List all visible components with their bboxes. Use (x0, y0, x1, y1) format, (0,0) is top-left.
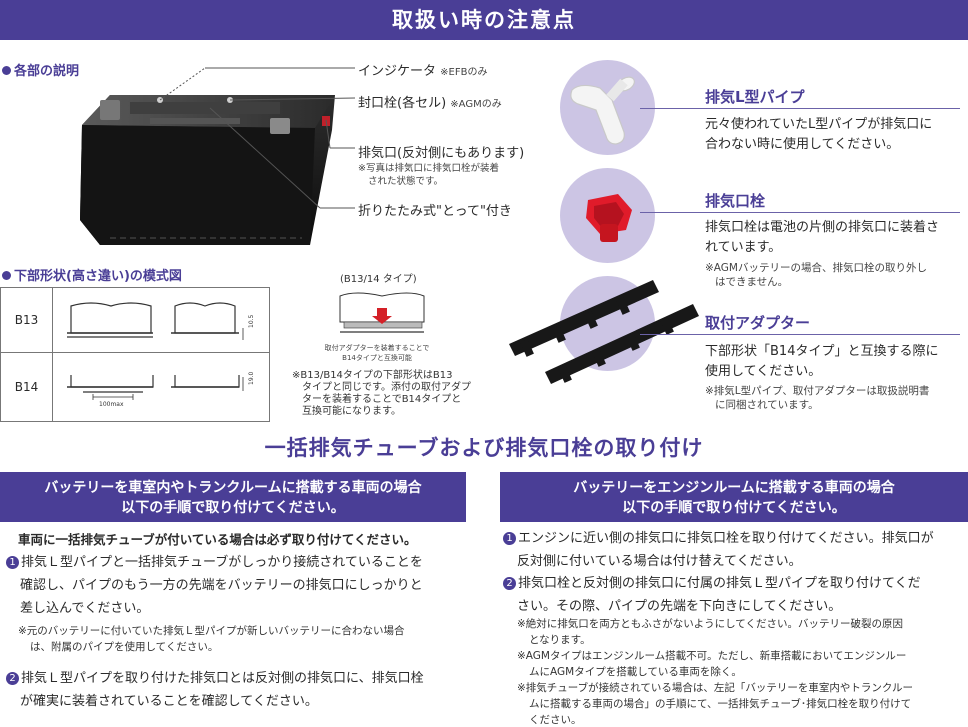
bottom-shape-heading: 下部形状(高さ違い)の模式図 (2, 265, 182, 284)
shape-diagram-b13: 10.5 (52, 287, 270, 353)
install-heading: 一括排気チューブおよび排気口栓の取り付け (264, 436, 704, 460)
battery-illustration (80, 67, 356, 245)
part-divider (640, 212, 960, 213)
l-pipe-photo (560, 60, 655, 155)
shape-diagram-b14: 100max 19.0 (52, 352, 270, 422)
adapter-diagram-caption: 取付アダプターを装着することで B14タイプと互換可能 (324, 344, 430, 362)
part-note-adapter: ※排気L型パイプ、取付アダプターは取扱説明書 に同梱されています。 (705, 385, 930, 411)
part-desc-vent-plug: 排気口栓は電池の片側の排気口に装着さ れています。 (705, 220, 940, 255)
dim-label: 19.0 (248, 371, 255, 385)
callout-indicator: インジケータ ※EFBのみ (358, 64, 488, 79)
shape-row-b14: B14 100max 19.0 (0, 352, 270, 422)
part-title-l-pipe: 排気L型パイプ (705, 88, 805, 106)
bullet-dot-icon (2, 66, 11, 75)
bullet-dot-icon (2, 271, 11, 280)
part-desc-adapter: 下部形状「B14タイプ」と互換する際に 使用してください。 (705, 344, 939, 379)
step-number-2-icon: 2 (503, 577, 516, 590)
shape-row-b13: B13 10.5 (0, 287, 270, 353)
callout-handle: 折りたたみ式"とって"付き (358, 204, 512, 219)
shape-row-label: B13 (0, 287, 53, 353)
part-desc-l-pipe: 元々使われていたL型パイプが排気口に 合わない時に使用してください。 (705, 117, 933, 152)
step-number-2-icon: 2 (6, 672, 19, 685)
part-divider (640, 108, 960, 109)
page-title-banner: 取扱い時の注意点 (0, 0, 968, 40)
part-divider (640, 334, 960, 335)
step-number-1-icon: 1 (503, 532, 516, 545)
part-title-adapter: 取付アダプター (705, 314, 811, 332)
dim-label: 10.5 (248, 314, 255, 328)
engine-notes: ※絶対に排気口を両方ともふさがないようにしてください。バッテリー破裂の原因 とな… (517, 618, 914, 726)
cabin-note: ※元のバッテリーに付いていた排気Ｌ型パイプが新しいバッテリーに合わない場合 は、… (18, 625, 405, 653)
part-note-vent-plug: ※AGMバッテリーの場合、排気口栓の取り外し はできません。 (705, 262, 927, 288)
down-arrow-icon (372, 308, 392, 324)
cabin-mount-header-box: バッテリーを車室内やトランクルームに搭載する車両の場合 以下の手順で取り付けてく… (0, 472, 466, 522)
adapter-diagram (339, 292, 425, 333)
callout-vent-note: ※写真は排気口に排気口栓が装着 された状態です。 (358, 163, 499, 187)
bottom-shape-note: ※B13/B14タイプの下部形状はB13 タイプと同じです。添付の取付アダプ タ… (292, 370, 471, 417)
bottom-shape-table: B13 10.5 B14 100max (0, 287, 270, 422)
part-title-vent-plug: 排気口栓 (705, 192, 766, 210)
callout-sealing-plug: 封口栓(各セル) ※AGMのみ (358, 96, 502, 111)
shape-row-label: B14 (0, 352, 53, 422)
parts-section-heading: 各部の説明 (2, 60, 79, 79)
callout-vent: 排気口(反対側にもあります) (358, 146, 525, 161)
engine-mount-header-box: バッテリーをエンジンルームに搭載する車両の場合 以下の手順で取り付けてください。 (500, 472, 968, 522)
vent-plug-photo (560, 168, 655, 263)
adapter-diagram-title: (B13/14 タイプ) (340, 274, 417, 285)
step-number-1-icon: 1 (6, 556, 19, 569)
cabin-intro: 車両に一括排気チューブが付いている場合は必ず取り付けてください。 (18, 532, 417, 547)
width-label: 100max (99, 401, 124, 408)
mounting-adapter-photo (509, 280, 699, 384)
